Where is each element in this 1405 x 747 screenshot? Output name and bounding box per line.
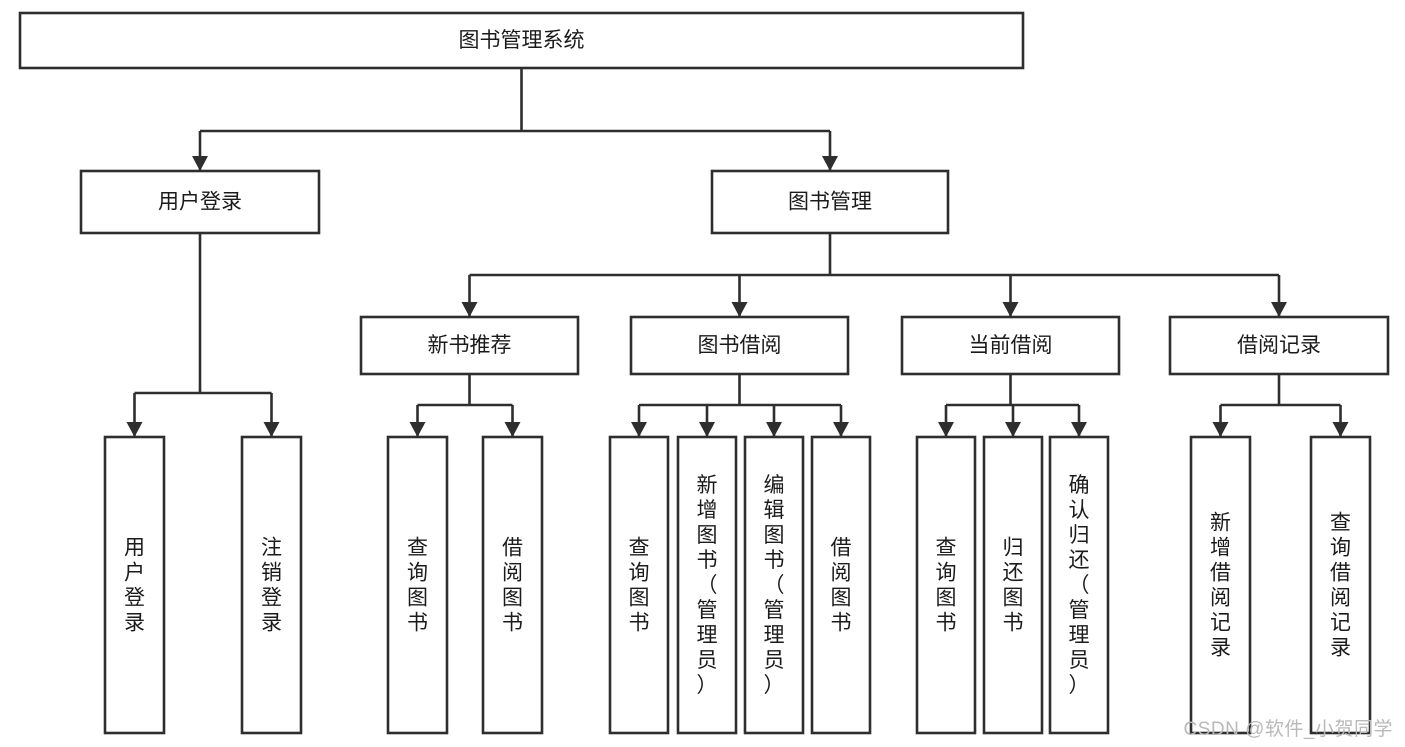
node-leaf-user-login[interactable]: 用户登录 <box>103 435 166 735</box>
node-book-manage[interactable]: 图书管理 <box>710 169 950 235</box>
node-leaf-user-login-label: 用户登录 <box>124 537 145 635</box>
node-root-label: 图书管理系统 <box>459 29 585 52</box>
arrow-head-icon <box>699 422 715 437</box>
arrow-head-icon <box>126 422 143 437</box>
node-current-borrow-label: 当前借阅 <box>969 334 1053 357</box>
node-leaf-rec-borrow-book-label: 借阅图书 <box>502 537 523 635</box>
node-book-manage-box <box>710 169 950 235</box>
node-leaf-user-logout[interactable]: 注销登录 <box>240 435 303 735</box>
arrow-head-icon <box>1005 422 1021 437</box>
node-leaf-borrow-borrow-book-box <box>810 435 872 735</box>
node-leaf-cur-confirm-return-label: 确认归还（管理员） <box>1069 474 1090 697</box>
node-leaf-rec-add-record-box <box>1189 435 1252 735</box>
arrow-head-icon <box>504 422 521 437</box>
node-leaf-user-logout-box <box>240 435 303 735</box>
node-leaf-cur-return-book[interactable]: 归还图书 <box>982 435 1044 735</box>
node-root[interactable]: 图书管理系统 <box>18 11 1025 70</box>
node-leaf-borrow-borrow-book-label: 借阅图书 <box>831 537 852 635</box>
node-leaf-rec-add-record-label: 新增借阅记录 <box>1210 512 1231 660</box>
node-leaf-borrow-add-book-label: 新增图书（管理员） <box>697 474 718 697</box>
node-leaf-borrow-edit-book-label: 编辑图书（管理员） <box>764 474 785 697</box>
arrow-head-icon <box>833 422 849 437</box>
node-leaf-rec-query-record-label: 查询借阅记录 <box>1330 512 1351 660</box>
node-borrow-record-label: 借阅记录 <box>1237 334 1321 357</box>
arrow-head-icon <box>409 422 426 437</box>
node-leaf-cur-confirm-return[interactable]: 确认归还（管理员） <box>1048 435 1110 735</box>
node-leaf-rec-query-book[interactable]: 查询图书 <box>386 435 449 735</box>
arrow-head-icon <box>1332 422 1349 437</box>
node-leaf-cur-query-book[interactable]: 查询图书 <box>915 435 977 735</box>
node-user-login-box <box>79 169 321 235</box>
arrow-head-icon <box>631 422 647 437</box>
node-leaf-cur-query-book-label: 查询图书 <box>936 537 957 635</box>
node-leaf-user-login-box <box>103 435 166 735</box>
arrow-head-icon <box>1002 302 1019 317</box>
node-book-borrow-box <box>629 315 850 376</box>
arrow-head-icon <box>731 302 748 317</box>
node-root-box <box>18 11 1025 70</box>
node-leaf-borrow-query-book-label: 查询图书 <box>629 537 650 635</box>
watermark-label: CSDN @软件_小贺同学 <box>1183 719 1393 740</box>
arrow-head-icon <box>461 302 478 317</box>
arrow-head-icon <box>1271 302 1287 317</box>
node-leaf-user-logout-label: 注销登录 <box>261 537 282 635</box>
node-leaf-cur-confirm-return-box <box>1048 435 1110 735</box>
arrow-head-icon <box>263 422 280 437</box>
node-leaf-borrow-query-book[interactable]: 查询图书 <box>608 435 670 735</box>
node-user-login[interactable]: 用户登录 <box>79 169 321 235</box>
node-leaf-cur-return-book-label: 归还图书 <box>1003 537 1024 635</box>
node-leaf-rec-query-book-label: 查询图书 <box>407 537 428 635</box>
node-leaf-borrow-edit-book[interactable]: 编辑图书（管理员） <box>743 435 805 735</box>
arrow-head-icon <box>1071 422 1087 437</box>
arrow-head-icon <box>938 422 954 437</box>
node-book-borrow[interactable]: 图书借阅 <box>629 315 850 376</box>
node-current-borrow[interactable]: 当前借阅 <box>900 315 1121 376</box>
node-leaf-cur-return-book-box <box>982 435 1044 735</box>
arrow-head-icon <box>192 156 208 171</box>
node-leaf-rec-add-record[interactable]: 新增借阅记录 <box>1189 435 1252 735</box>
node-new-book-rec-label: 新书推荐 <box>428 334 512 357</box>
node-leaf-borrow-add-book[interactable]: 新增图书（管理员） <box>676 435 738 735</box>
node-leaf-cur-query-book-box <box>915 435 977 735</box>
node-leaf-rec-query-record-box <box>1309 435 1372 735</box>
node-leaf-borrow-borrow-book[interactable]: 借阅图书 <box>810 435 872 735</box>
node-leaf-borrow-edit-book-box <box>743 435 805 735</box>
node-user-login-label: 用户登录 <box>158 191 242 214</box>
connector-layer <box>126 68 1349 437</box>
node-leaf-borrow-add-book-box <box>676 435 738 735</box>
node-leaf-rec-borrow-book[interactable]: 借阅图书 <box>481 435 544 735</box>
node-leaf-rec-borrow-book-box <box>481 435 544 735</box>
node-book-manage-label: 图书管理 <box>788 191 872 214</box>
node-new-book-rec-box <box>359 315 580 376</box>
arrow-head-icon <box>766 422 782 437</box>
node-borrow-record-box <box>1168 315 1390 376</box>
node-new-book-rec[interactable]: 新书推荐 <box>359 315 580 376</box>
node-leaf-rec-query-record[interactable]: 查询借阅记录 <box>1309 435 1372 735</box>
node-leaf-rec-query-book-box <box>386 435 449 735</box>
arrow-head-icon <box>1212 422 1229 437</box>
node-leaf-borrow-query-book-box <box>608 435 670 735</box>
node-book-borrow-label: 图书借阅 <box>698 334 782 357</box>
node-current-borrow-box <box>900 315 1121 376</box>
node-layer: 图书管理系统用户登录图书管理新书推荐图书借阅当前借阅借阅记录用户登录注销登录查询… <box>18 11 1390 735</box>
arrow-head-icon <box>822 156 838 171</box>
node-borrow-record[interactable]: 借阅记录 <box>1168 315 1390 376</box>
